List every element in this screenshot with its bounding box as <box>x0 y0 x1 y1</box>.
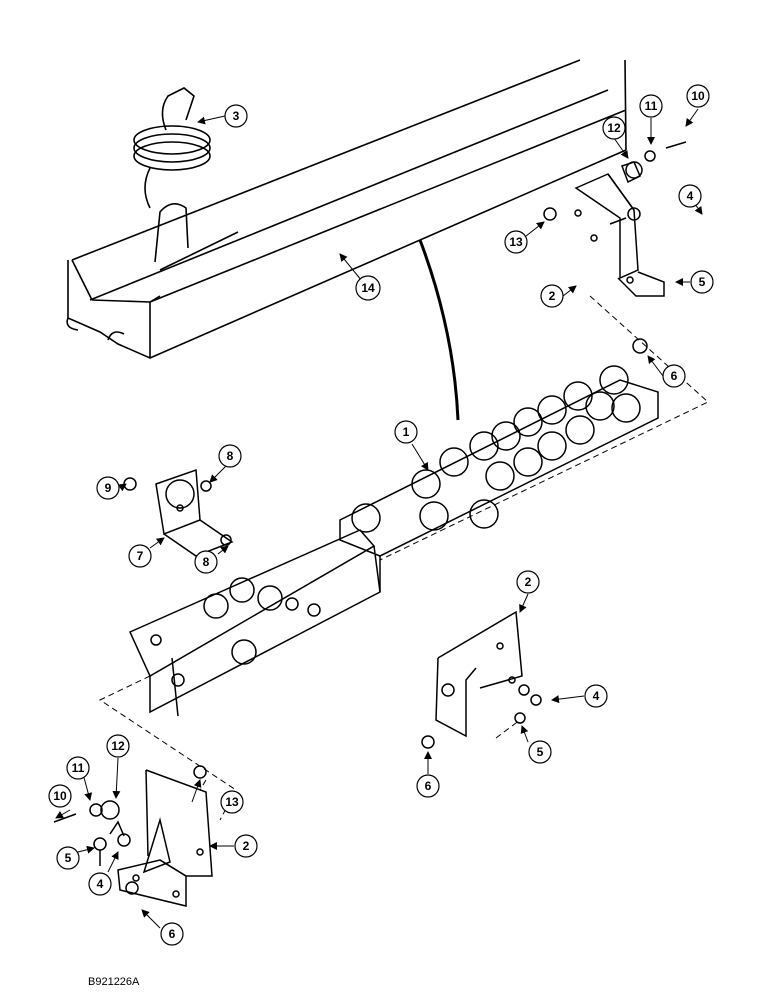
svg-text:12: 12 <box>607 121 621 135</box>
callout: 13 <box>220 790 244 814</box>
svg-text:13: 13 <box>225 795 239 809</box>
svg-text:2: 2 <box>525 575 532 589</box>
callout: 6 <box>160 922 184 946</box>
bracket-small <box>155 468 234 557</box>
svg-text:5: 5 <box>65 851 72 865</box>
callout: 4 <box>584 684 608 708</box>
valve-manifold <box>129 365 659 717</box>
callout: 10 <box>686 84 710 108</box>
callout: 14 <box>355 275 381 301</box>
svg-text:5: 5 <box>699 275 706 289</box>
callout: 2 <box>234 834 258 858</box>
svg-text:6: 6 <box>169 927 176 941</box>
callout: 7 <box>128 544 152 568</box>
callout: 2 <box>540 284 564 308</box>
svg-text:3: 3 <box>233 109 240 123</box>
cable-coil <box>133 87 211 209</box>
callout: 3 <box>224 104 248 128</box>
svg-text:6: 6 <box>425 779 432 793</box>
callout: 8 <box>194 550 218 574</box>
callout: 12 <box>106 734 130 758</box>
svg-text:12: 12 <box>111 739 125 753</box>
bracket-top-right <box>574 173 665 297</box>
callout: 6 <box>416 774 440 798</box>
svg-text:11: 11 <box>72 761 85 775</box>
svg-text:7: 7 <box>137 549 144 563</box>
svg-text:2: 2 <box>549 289 556 303</box>
svg-text:10: 10 <box>691 89 705 103</box>
svg-text:5: 5 <box>537 745 544 759</box>
callout: 9 <box>96 476 120 500</box>
callout: 13 <box>504 230 528 254</box>
valve-cover <box>66 59 627 359</box>
callout: 12 <box>602 116 626 140</box>
svg-text:9: 9 <box>105 481 112 495</box>
svg-text:4: 4 <box>687 189 694 203</box>
callout: 4 <box>88 872 112 896</box>
svg-text:10: 10 <box>53 789 67 803</box>
callout: 5 <box>56 846 80 870</box>
svg-text:8: 8 <box>227 449 234 463</box>
svg-text:13: 13 <box>509 235 523 249</box>
figure-code: B921226A <box>88 976 140 988</box>
svg-text:1: 1 <box>403 425 410 439</box>
svg-text:4: 4 <box>97 877 104 891</box>
wire-harness <box>418 239 460 421</box>
svg-text:6: 6 <box>671 369 678 383</box>
callout-leaders <box>55 108 703 929</box>
hardware-parts <box>53 141 687 895</box>
callout: 2 <box>516 570 540 594</box>
assembly-lines <box>98 295 709 821</box>
svg-text:4: 4 <box>593 689 600 703</box>
callout: 6 <box>662 364 686 388</box>
callout: 5 <box>528 740 552 764</box>
svg-text:8: 8 <box>203 555 210 569</box>
svg-text:2: 2 <box>243 839 250 853</box>
callout: 11 <box>639 94 663 118</box>
callout: 10 <box>48 784 72 808</box>
callout: 5 <box>690 270 714 294</box>
bracket-bottom-left <box>117 769 213 907</box>
bracket-mid-right <box>435 610 523 738</box>
callout: 11 <box>66 756 90 780</box>
callout: 4 <box>678 184 702 208</box>
svg-text:14: 14 <box>361 281 375 295</box>
svg-text:11: 11 <box>645 99 658 113</box>
callout: 1 <box>394 420 418 444</box>
callout: 8 <box>218 444 242 468</box>
